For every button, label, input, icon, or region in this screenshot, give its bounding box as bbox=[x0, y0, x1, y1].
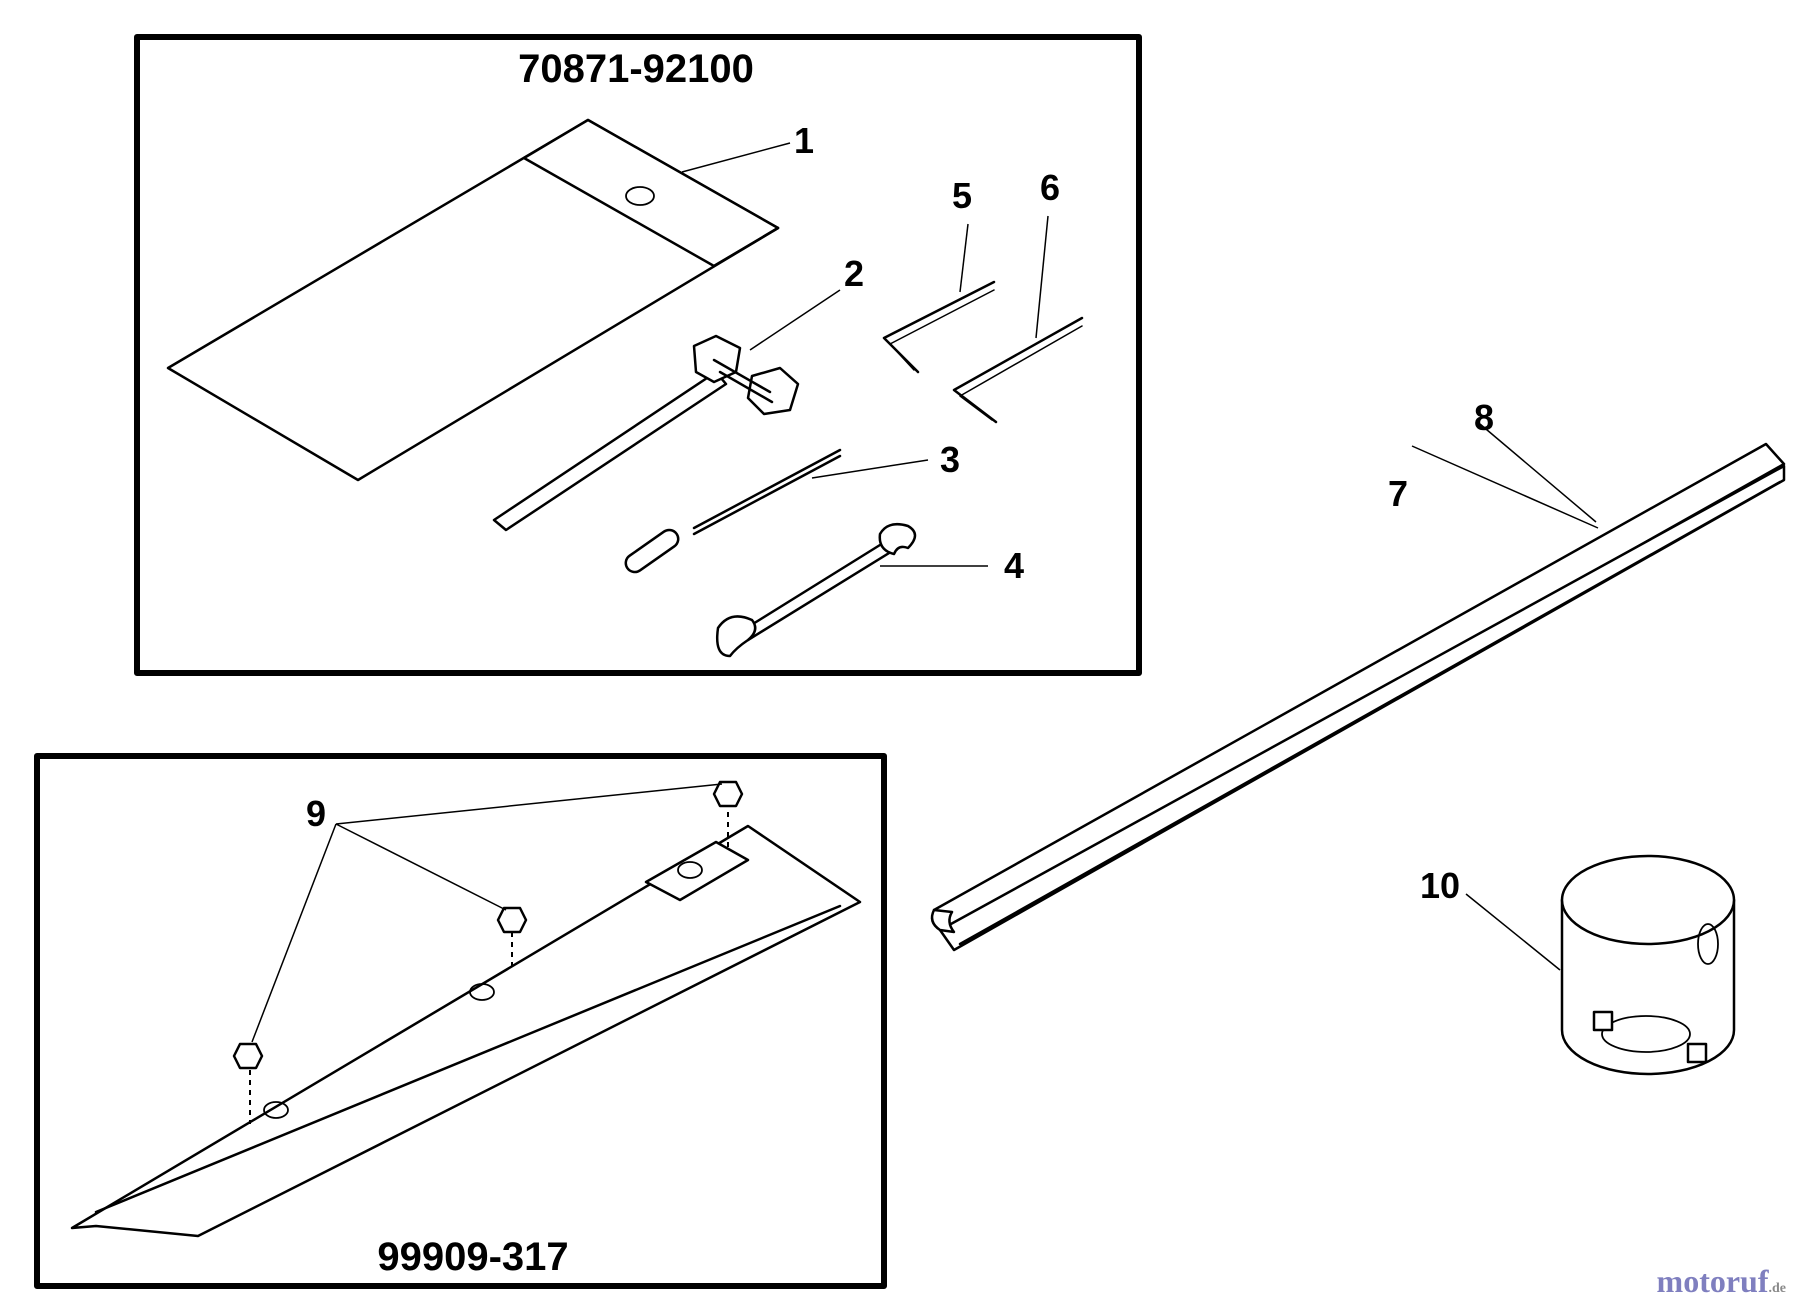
callout-3: 3 bbox=[940, 439, 960, 480]
part-plug-wrench bbox=[492, 289, 841, 532]
callout-7: 7 bbox=[1388, 473, 1408, 514]
callout-2: 2 bbox=[844, 253, 864, 294]
callout-6: 6 bbox=[1040, 167, 1060, 208]
part-screwdriver bbox=[624, 448, 929, 574]
part-hex-key-6 bbox=[952, 215, 1084, 424]
callout-9: 9 bbox=[306, 793, 326, 834]
callout-10: 10 bbox=[1420, 865, 1460, 906]
watermark-suffix: .de bbox=[1768, 1281, 1787, 1296]
part-open-wrench bbox=[716, 523, 988, 658]
watermark-logo: motoruf.de bbox=[1657, 1263, 1786, 1300]
part-blade-guard bbox=[930, 423, 1786, 952]
watermark-main: motoruf bbox=[1656, 1263, 1769, 1299]
part-blade-with-nuts bbox=[70, 780, 862, 1238]
kit-number-bottom: 99909-317 bbox=[377, 1235, 568, 1279]
part-hex-key-5 bbox=[882, 223, 996, 374]
callout-5: 5 bbox=[952, 175, 972, 216]
callout-1: 1 bbox=[794, 120, 814, 161]
part-tool-bag bbox=[166, 118, 791, 482]
kit-number-top: 70871-92100 bbox=[518, 47, 754, 91]
part-cup-adapter bbox=[1465, 854, 1736, 1076]
callout-8: 8 bbox=[1474, 397, 1494, 438]
callout-4: 4 bbox=[1004, 545, 1024, 586]
